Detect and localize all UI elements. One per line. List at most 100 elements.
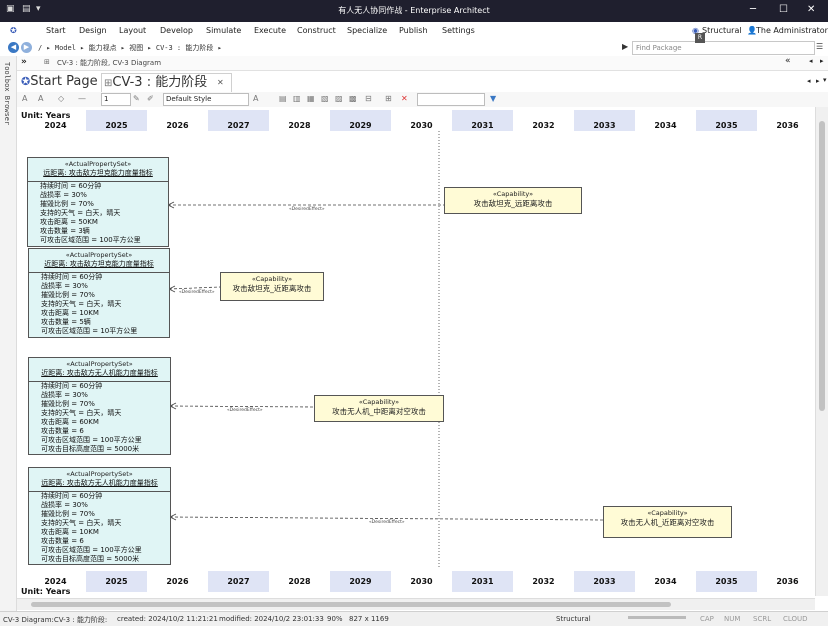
brush-icon[interactable]: ✐ <box>147 94 154 103</box>
desired-effect-connector <box>169 405 315 408</box>
property-set-separator <box>28 181 168 182</box>
menu-design[interactable]: Design <box>79 26 107 35</box>
align-left-icon[interactable]: ▤ <box>279 94 287 103</box>
toolbox-browser-strip[interactable]: Toolbox Browser <box>0 56 17 611</box>
go-arrow-icon[interactable]: ▶ <box>622 42 629 51</box>
timeline-year-2035: 2035 <box>715 577 738 586</box>
breadcrumb[interactable]: / ▸ Model ▸ 能力视点 ▸ 视图 ▸ CV-3 : 能力阶段 ▸ <box>38 44 222 52</box>
connector-label: «DesiredEffect» <box>289 207 325 212</box>
status-modified: modified: 2024/10/2 23:01:33 <box>219 615 324 623</box>
property-attribute: 持续时间 = 60分钟 <box>41 382 103 390</box>
capability-tank-close[interactable]: «Capability» 攻击敌坦克_近距离攻击 <box>220 272 324 301</box>
status-scrl: SCRL <box>753 615 772 623</box>
tab-cv3-label: CV-3 : 能力阶段 <box>112 75 208 90</box>
diagram-path: CV-3 : 能力阶段, CV-3 Diagram <box>57 59 162 67</box>
connector-label: «DesiredEffect» <box>369 520 405 525</box>
scroll-left-icon[interactable]: ◂ <box>809 57 813 65</box>
property-attribute: 战损率 = 30% <box>41 501 88 509</box>
capability-name: 攻击敌坦克_近距离攻击 <box>232 284 312 293</box>
capability-drone-close[interactable]: «Capability» 攻击无人机_近距离对空攻击 <box>603 506 732 538</box>
menu-construct[interactable]: Construct <box>297 26 336 35</box>
font-color-icon[interactable]: A <box>22 94 28 103</box>
capability-drone-mid[interactable]: «Capability» 攻击无人机_中距离对空攻击 <box>314 395 444 422</box>
align-right-icon[interactable]: ▦ <box>307 94 315 103</box>
close-button[interactable]: ✕ <box>807 4 816 15</box>
filter-icon[interactable]: ▼ <box>490 94 497 103</box>
maximize-button[interactable]: ☐ <box>779 4 788 15</box>
menu-settings[interactable]: Settings <box>442 26 475 35</box>
timeline-year-2035: 2035 <box>715 121 738 130</box>
tab-cv3-diagram[interactable]: ⊞CV-3 : 能力阶段 ✕ <box>101 73 232 92</box>
text-style-icon[interactable]: A <box>253 94 259 103</box>
property-set-close-tank[interactable]: «ActualPropertySet» 近距离: 攻击敌方坦克能力度量指标 持续… <box>28 248 170 338</box>
format-painter-icon[interactable]: ✎ <box>133 94 140 103</box>
property-set-remote-drone[interactable]: «ActualPropertySet» 远距离: 攻击敌方无人机能力度量指标 持… <box>28 467 171 565</box>
menu-start[interactable]: Start <box>46 26 66 35</box>
status-num: NUM <box>724 615 741 623</box>
menu-specialize[interactable]: Specialize <box>347 26 388 35</box>
scroll-right-icon[interactable]: ▸ <box>820 57 824 65</box>
hamburger-menu-icon[interactable]: ☰ <box>816 42 824 51</box>
align-bottom-icon[interactable]: ▨ <box>335 94 343 103</box>
tabs-scroll-right-icon[interactable]: ▸ <box>816 77 820 85</box>
app-menu-icon[interactable]: ✪ <box>10 26 17 35</box>
align-top-icon[interactable]: ▧ <box>321 94 329 103</box>
vertical-scroll-thumb[interactable] <box>819 121 825 411</box>
keytip-badge: R <box>695 33 705 43</box>
window-title: 有人无人协同作战 - Enterprise Architect <box>338 6 490 15</box>
tabs-scroll-left-icon[interactable]: ◂ <box>807 77 811 85</box>
vertical-scrollbar[interactable] <box>815 107 828 596</box>
quick-access-dropdown-icon[interactable]: ▾ <box>36 4 41 14</box>
capability-stereotype: «Capability» <box>358 398 400 406</box>
capability-name: 攻击敌坦克_远距离攻击 <box>473 199 553 208</box>
expand-icon[interactable]: » <box>21 57 27 67</box>
align-center-icon[interactable]: ▥ <box>293 94 301 103</box>
horizontal-scroll-thumb[interactable] <box>31 602 671 607</box>
quick-access-icon[interactable]: ▤ <box>22 4 31 14</box>
timeline-year-2024: 2024 <box>44 577 67 586</box>
horizontal-scrollbar[interactable] <box>17 598 815 610</box>
perspective-selector[interactable]: Structural <box>702 26 742 35</box>
fill-color-icon[interactable]: ◇ <box>58 94 65 103</box>
forward-button[interactable]: ▶ <box>21 42 32 53</box>
menu-simulate[interactable]: Simulate <box>206 26 242 35</box>
property-set-close-drone[interactable]: «ActualPropertySet» 近距离: 攻击敌方无人机能力度量指标 持… <box>28 357 171 455</box>
status-cap: CAP <box>700 615 714 623</box>
timeline-year-2025: 2025 <box>105 121 128 130</box>
style-select[interactable]: Default Style <box>163 93 249 106</box>
layout-icon[interactable]: ⊞ <box>385 94 392 103</box>
menu-publish[interactable]: Publish <box>399 26 428 35</box>
line-color-icon[interactable]: — <box>78 94 86 103</box>
tab-start-page[interactable]: ✪Start Page <box>21 73 101 91</box>
back-button[interactable]: ◀ <box>8 42 19 53</box>
status-zoom: 90% <box>327 615 343 623</box>
menu-execute[interactable]: Execute <box>254 26 286 35</box>
collapse-left-icon[interactable]: « <box>785 56 791 66</box>
timeline-year-2027: 2027 <box>227 577 250 586</box>
menu-develop[interactable]: Develop <box>160 26 193 35</box>
font-size-select[interactable]: 1 <box>101 93 131 106</box>
same-size-icon[interactable]: ⊟ <box>365 94 372 103</box>
app-icon[interactable]: ▣ <box>6 4 15 14</box>
zoom-slider[interactable] <box>628 616 686 619</box>
delete-icon[interactable]: ✕ <box>401 94 408 103</box>
menu-layout[interactable]: Layout <box>119 26 147 35</box>
user-name[interactable]: The Administrator <box>756 26 828 35</box>
close-tab-icon[interactable]: ✕ <box>217 78 224 87</box>
font-edit-icon[interactable]: A <box>38 94 44 103</box>
toolbar-search-input[interactable] <box>417 93 485 106</box>
property-attribute: 可攻击目标高度范围 = 5000米 <box>41 555 140 563</box>
property-set-remote-tank[interactable]: «ActualPropertySet» 远距离: 攻击敌方坦克能力度量指标 持续… <box>27 157 169 247</box>
tabs-list-icon[interactable]: ▾ <box>823 76 827 84</box>
timeline-year-2032: 2032 <box>532 121 555 130</box>
timeline-band <box>208 110 269 131</box>
property-attribute: 可攻击区域范围 = 100平方公里 <box>41 436 142 444</box>
diagram-path-row: » ⊞ CV-3 : 能力阶段, CV-3 Diagram « ◂ ▸ <box>17 56 828 71</box>
diagram-toolbar: A A ◇ — 1 ✎ ✐ Default Style A ▤ ▥ ▦ ▧ ▨ … <box>17 92 828 108</box>
property-attribute: 攻击数量 = 3辆 <box>40 227 90 235</box>
minimize-button[interactable]: ─ <box>750 4 757 15</box>
capability-tank-remote[interactable]: «Capability» 攻击敌坦克_远距离攻击 <box>444 187 582 214</box>
find-package-input[interactable]: Find Package <box>632 41 815 55</box>
distribute-icon[interactable]: ▩ <box>349 94 357 103</box>
